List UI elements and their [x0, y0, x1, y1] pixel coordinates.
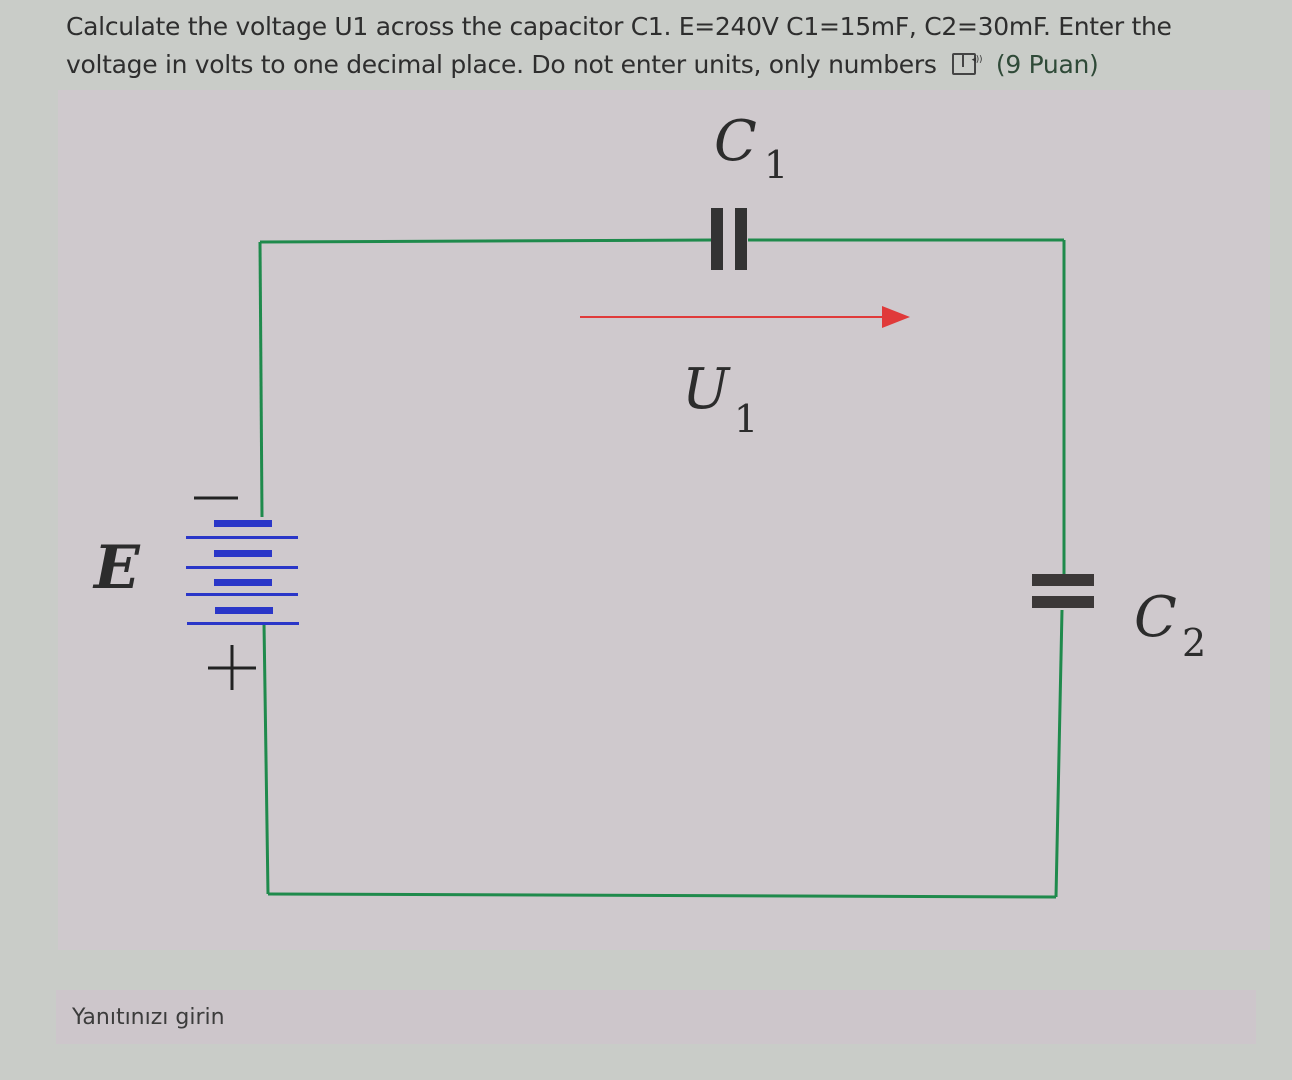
circuit-wires [258, 238, 1066, 899]
label-u1-sub: 1 [734, 397, 758, 441]
label-c2-sub: 2 [1182, 621, 1206, 665]
battery-symbol [186, 520, 299, 625]
immersive-reader-icon[interactable]: ◂)) [952, 53, 983, 75]
answer-input[interactable] [56, 990, 1256, 1044]
question-body: Calculate the voltage U1 across the capa… [66, 12, 1172, 79]
label-c1-sub: 1 [764, 143, 788, 187]
capacitor-c2-symbol [1032, 574, 1094, 608]
points-label: (9 Puan) [995, 50, 1099, 79]
battery-polarity [194, 496, 256, 690]
question-text: Calculate the voltage U1 across the capa… [66, 8, 1186, 84]
label-c1: C [714, 109, 757, 174]
label-u1: U [682, 357, 731, 422]
circuit-svg: C 1 U 1 C 2 E [92, 109, 1206, 899]
label-e: E [92, 533, 141, 603]
circuit-diagram: C 1 U 1 C 2 E [58, 90, 1270, 950]
voltage-arrow-u1 [580, 306, 910, 328]
capacitor-c1-symbol [711, 208, 747, 270]
label-c2: C [1134, 585, 1177, 650]
